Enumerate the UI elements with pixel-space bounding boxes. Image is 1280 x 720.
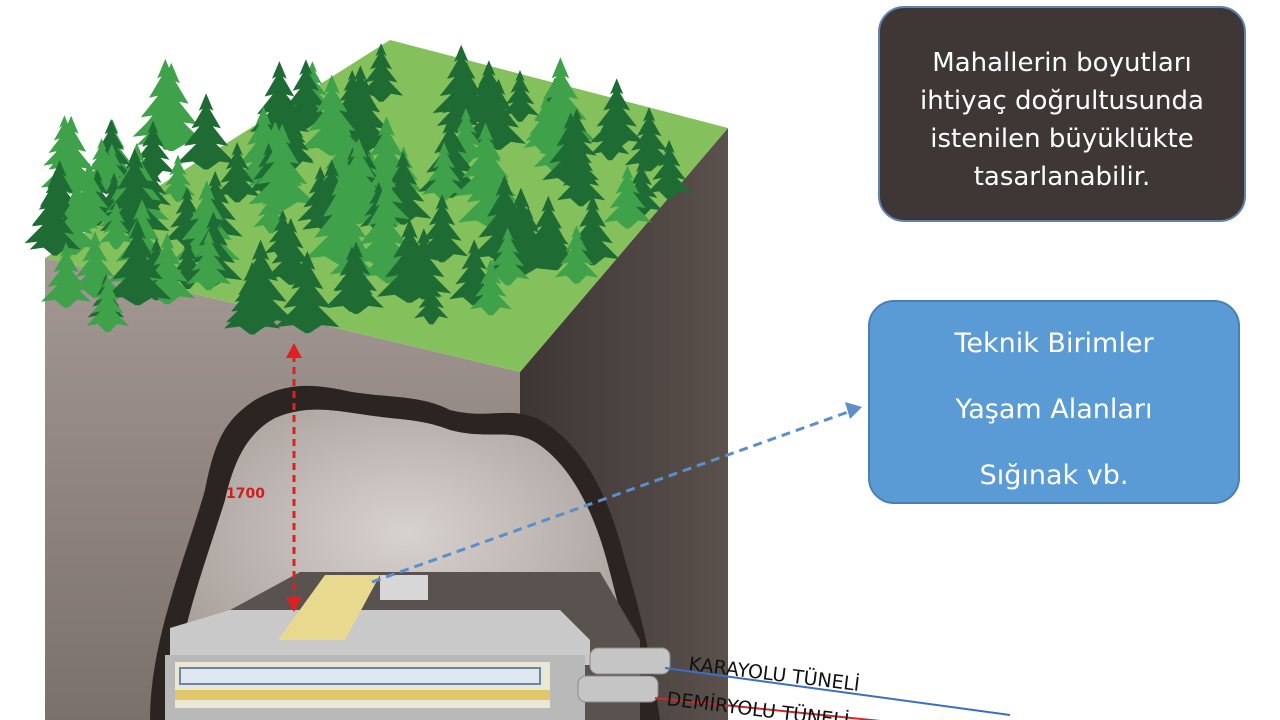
conifer-tree xyxy=(554,225,599,284)
depth-arrow-bottom xyxy=(286,597,302,612)
rail-tunnel-line xyxy=(654,697,881,720)
conifer-tree xyxy=(416,194,469,263)
conifer-tree xyxy=(248,123,316,211)
design-note-callout: Mahallerin boyutları ihtiyaç doğrultusun… xyxy=(878,6,1246,222)
train xyxy=(179,667,541,685)
note-line: istenilen büyüklükte xyxy=(930,124,1194,154)
conifer-tree xyxy=(590,108,630,161)
unit-item: Yaşam Alanları xyxy=(955,394,1153,425)
road-tunnel-portal xyxy=(589,647,671,675)
conifer-tree xyxy=(176,93,236,170)
conifer-tree xyxy=(103,219,172,306)
platform-floor xyxy=(175,690,550,700)
conifer-tree xyxy=(421,142,467,201)
conifer-tree xyxy=(186,230,232,291)
conifer-tree xyxy=(86,275,129,332)
conifer-tree xyxy=(359,43,404,102)
conifer-tree xyxy=(485,227,530,286)
conifer-tree xyxy=(275,251,340,334)
conifer-tree xyxy=(589,78,644,149)
rail-tunnel-portal xyxy=(577,675,659,703)
unit-item: Sığınak vb. xyxy=(979,460,1129,491)
conifer-tree xyxy=(98,201,134,250)
pointer-arrow-line xyxy=(371,410,849,584)
conifer-tree xyxy=(414,277,449,325)
conifer-tree xyxy=(41,242,91,308)
conifer-tree xyxy=(214,142,261,203)
conifer-tree xyxy=(556,142,606,207)
conifer-tree xyxy=(624,107,674,172)
depth-arrow-top xyxy=(286,343,302,358)
conifer-tree xyxy=(376,218,443,303)
conifer-tree xyxy=(29,189,81,256)
conifer-tree xyxy=(265,217,317,285)
note-line: ihtiyaç doğrultusunda xyxy=(920,86,1204,116)
note-line: tasarlanabilir. xyxy=(973,162,1151,192)
forest xyxy=(24,43,692,335)
conifer-tree xyxy=(328,241,384,314)
conifer-tree xyxy=(224,261,281,335)
pointer-arrow-head xyxy=(845,402,862,419)
station-atrium xyxy=(278,575,380,640)
station-roof xyxy=(170,610,590,665)
conifer-tree xyxy=(603,165,652,229)
road-tunnel-line xyxy=(664,667,1011,716)
unit-item: Teknik Birimler xyxy=(954,328,1154,359)
conifer-tree xyxy=(469,259,512,316)
note-line: Mahallerin boyutları xyxy=(932,48,1192,78)
units-callout: Teknik Birimler Yaşam Alanları Sığınak v… xyxy=(868,300,1240,504)
conifer-tree xyxy=(536,218,576,271)
depth-label: 1700 xyxy=(226,486,265,502)
conifer-tree xyxy=(646,139,692,200)
station-atrium-wall xyxy=(325,575,428,600)
